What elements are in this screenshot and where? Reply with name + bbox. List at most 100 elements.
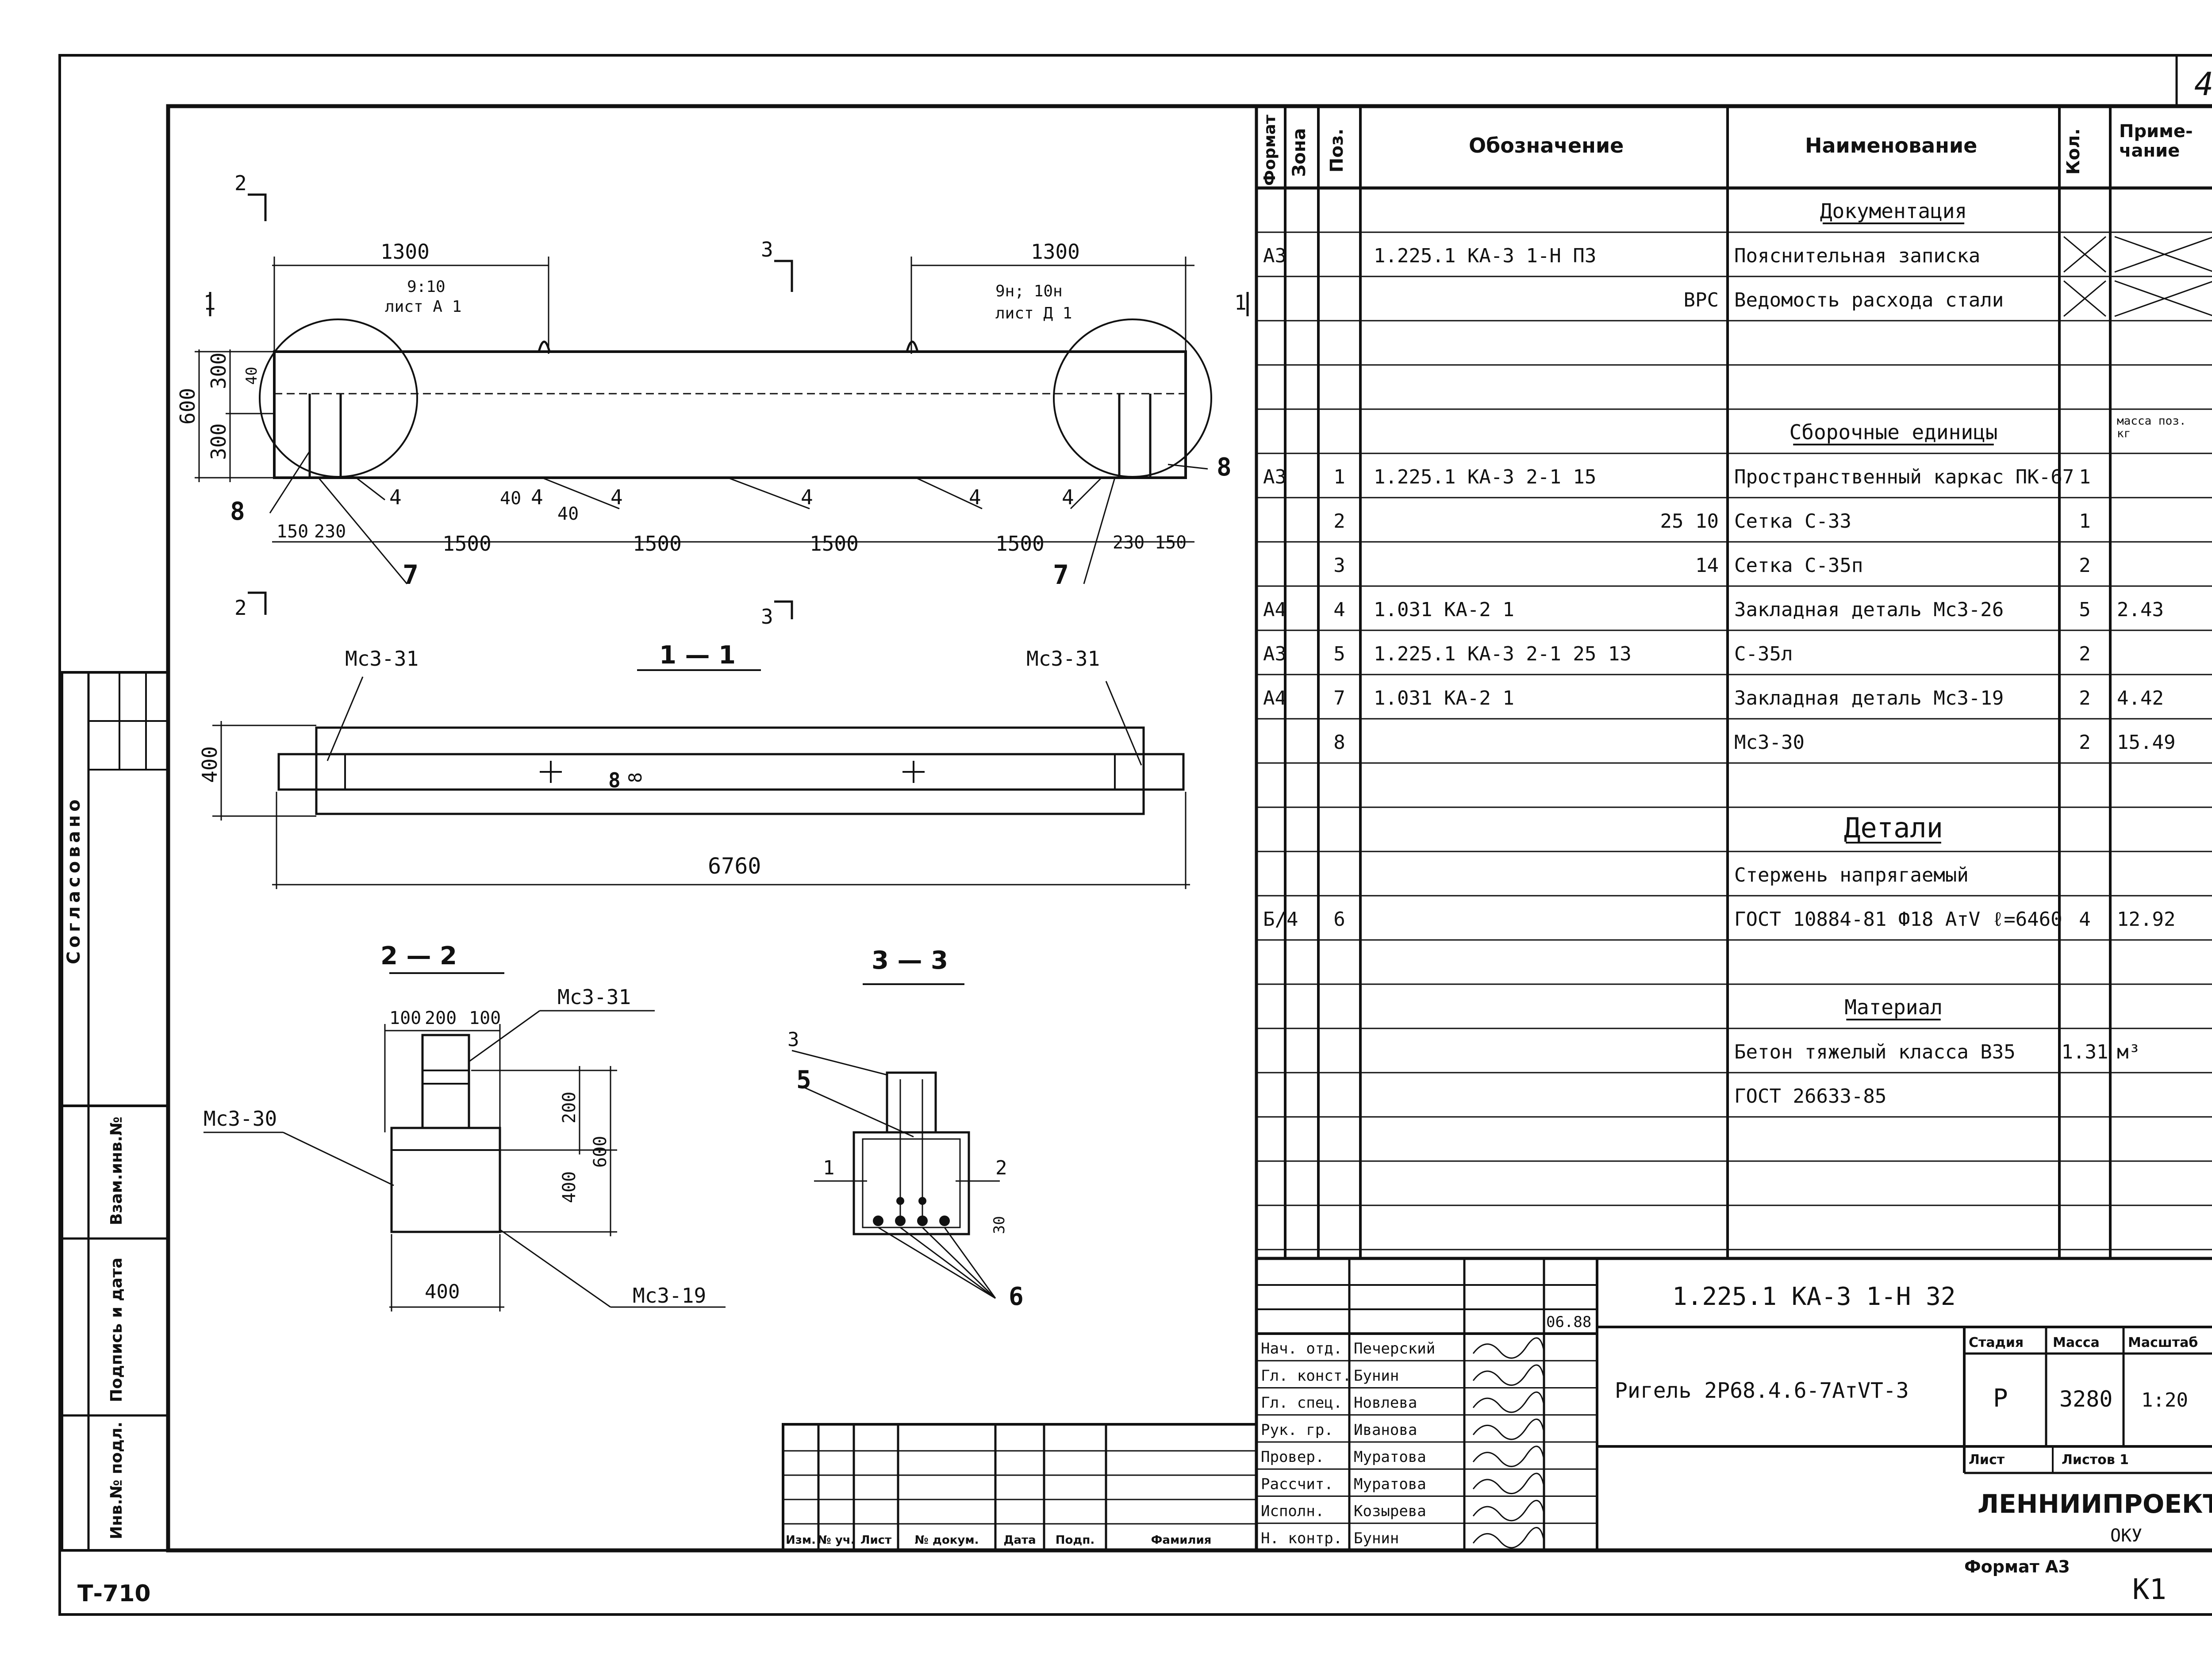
side-label-inv-orig: Инв.№ подл. [108,1422,126,1539]
section-1-1-dim-a: 8 [608,768,621,792]
change-header: Дата [1003,1534,1036,1547]
pos-label-4-c: 4 [801,485,813,509]
spec-cell-fmt: А4 [1263,687,1286,709]
dim-height-total: 600 [176,388,200,425]
section-3-3-title: 3 — 3 [872,946,948,975]
section-2-2-dim-v200: 200 [559,1092,580,1124]
signer-role: Нач. отд. [1261,1340,1342,1358]
section-1-1-label-left: Мс3-31 [345,647,419,671]
signer-role: Н. контр. [1261,1530,1342,1547]
dim-bottom-7: 230 [1113,533,1144,553]
section-2-2-label-mc30: Мс3-30 [204,1107,277,1131]
dim-top-right: 1300 [1031,240,1080,264]
section-3-3-label-30: 30 [991,1216,1008,1234]
signer-name: Новлева [1354,1394,1417,1412]
spec-cell-pos: 3 [1333,554,1345,577]
signer-name: Козырева [1354,1503,1426,1520]
spec-cell-pos: 6 [1333,908,1345,931]
spec-cell-note: м³ [2117,1041,2140,1063]
signer-name: Бунин [1354,1367,1399,1384]
pos-label-4-e: 4 [1062,485,1074,509]
section-mark-1-right: 1 [1234,291,1247,314]
section-1-1-dim-length: 6760 [708,853,761,879]
spec-cell-note: 2.43 [2117,598,2164,621]
sheet-number: 43 [2194,65,2212,103]
spec-cell-pos: 2 [1333,510,1345,533]
section-mark-3-top: 3 [761,238,773,261]
spec-cell-name: Закладная деталь Мс3-19 [1734,687,2004,709]
pos-label-7-right: 7 [1053,560,1069,591]
spec-cell-qty: 4 [2079,908,2091,931]
spec-cell-desig: ВРС [1684,289,1719,311]
elevation-labels: 1300 1300 600 300 300 40 150 230 1500 15… [176,171,1247,629]
section-mark-2-bottom: 2 [234,596,247,620]
section-2-2-view: 2 — 2 Мс3-31 Мс3-30 Мс3-19 100 200 100 2… [204,942,726,1312]
node-note-left-a: 9:10 [407,278,445,296]
signer-role: Гл. конст. [1261,1367,1352,1384]
dim-bottom-5: 1500 [810,532,859,556]
spec-cell-name: Мс3-30 [1734,731,1805,754]
section-2-2-dim-100b: 100 [469,1008,501,1028]
scale-label: Масштаб [2128,1335,2198,1350]
signer-role: Провер. [1261,1448,1324,1466]
spec-cell-name: Пояснительная записка [1734,245,1980,267]
spec-cell-desig: 1.225.1 КА-3 1-Н ПЗ [1374,245,1596,267]
side-label-sign-date: Подпись и дата [108,1258,126,1402]
section-1-1-label-right: Мс3-31 [1026,647,1100,671]
spec-cell-name: Сетка С-35п [1734,554,1863,577]
embedded-plate-marks [356,477,1102,510]
signer-role: Рук. гр. [1261,1421,1333,1439]
section-3-3-label-3: 3 [787,1028,799,1051]
spec-cell-desig: 25 10 [1660,510,1719,533]
spec-cell-fmt: А3 [1263,466,1286,488]
spec-cell-fmt: А3 [1263,245,1286,267]
section-2-2-label-mc31: Мс3-31 [557,985,631,1009]
signer-role: Гл. спец. [1261,1394,1342,1412]
signature [1472,1527,1545,1549]
section-2-2-label-mc19: Мс3-19 [633,1284,706,1308]
spec-cell-name: Документация [1820,199,1967,223]
item-name: Ригель 2Р68.4.6-7АтVТ-3 [1615,1378,1909,1403]
spec-header-name: Наименование [1805,134,1977,157]
prestressed-bars [873,1197,950,1226]
spec-cell-qty: 1 [2079,466,2091,488]
section-1-1-title: 1 — 1 [659,641,736,670]
signer-name: Муратова [1354,1448,1426,1466]
cross-mark [2063,236,2106,273]
signature [1472,1337,1545,1359]
signer-name: Печерский [1354,1340,1435,1358]
change-header: Изм. [786,1534,816,1547]
cross-mark [2114,237,2212,273]
spec-header-note: Приме-чание [2119,121,2193,161]
dim-bottom-6: 1500 [995,532,1045,556]
pos-label-4-f: 4 [531,485,543,509]
spec-cell-desig: 1.031 КА-2 1 [1374,598,1514,621]
spec-cell-qty: 2 [2079,731,2091,754]
spec-header-pos: Поз. [1327,129,1347,173]
spec-cell-note: 12.92 [2117,908,2175,931]
spec-cell-desig: 1.225.1 КА-3 2-1 15 [1374,466,1596,488]
organization: ЛЕННИИПРОЕКТ [1978,1489,2212,1519]
spec-header-qty: Кол. [2063,128,2084,175]
section-2-2-dim-200: 200 [425,1008,457,1028]
section-1-1-view: 1 — 1 Мс3-31 Мс3-31 400 8 8 6760 [198,641,1190,889]
spec-cell-name: Сетка С-33 [1734,510,1851,533]
section-mark-1-left: 1 [204,291,216,314]
dim-bottom-4: 1500 [633,532,682,556]
spec-cell-qty: 1 [2079,510,2091,533]
spec-header-format: Формат [1261,115,1279,186]
signer-name: Муратова [1354,1475,1426,1493]
sheet-format: Формат А3 [1964,1557,2070,1576]
node-note-right-a: 9н; 10н [995,282,1063,300]
spec-cell-name: Детали [1844,812,1943,844]
cross-mark [2114,281,2212,317]
pos-label-4-d: 4 [969,485,981,509]
spec-cell-desig: 1.031 КА-2 1 [1374,687,1514,709]
section-2-2-dim-width: 400 [425,1281,460,1303]
spec-cell-name: С-35л [1734,643,1793,665]
signature [1472,1392,1545,1413]
section-2-2-dim-v400: 400 [559,1171,580,1203]
signer-name: Иванова [1354,1421,1417,1439]
node-note-left-b: лист А 1 [385,298,461,316]
